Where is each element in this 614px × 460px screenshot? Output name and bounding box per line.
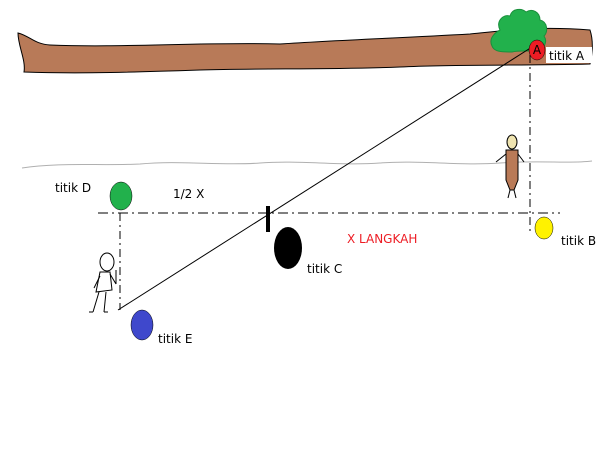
point-e-label: titik E bbox=[158, 332, 192, 346]
point-a-marker: A bbox=[528, 39, 546, 61]
point-a-letter: A bbox=[533, 43, 542, 57]
point-e-marker bbox=[130, 309, 154, 341]
person-walking-icon bbox=[89, 252, 117, 313]
point-a-label-bg bbox=[546, 47, 592, 63]
person-standing-icon bbox=[495, 134, 525, 199]
point-b-marker bbox=[534, 216, 554, 240]
point-d-label: titik D bbox=[55, 181, 91, 195]
x-steps-label: X LANGKAH bbox=[347, 232, 417, 246]
point-c-label: titik C bbox=[307, 262, 342, 276]
sight-line-e-a bbox=[117, 46, 533, 311]
point-c-marker bbox=[274, 227, 302, 269]
half-x-label: 1/2 X bbox=[173, 187, 204, 201]
point-b-label: titik B bbox=[561, 234, 596, 248]
point-a-label: titik A bbox=[549, 49, 585, 63]
water-line bbox=[21, 160, 593, 169]
point-d-marker bbox=[109, 181, 133, 211]
